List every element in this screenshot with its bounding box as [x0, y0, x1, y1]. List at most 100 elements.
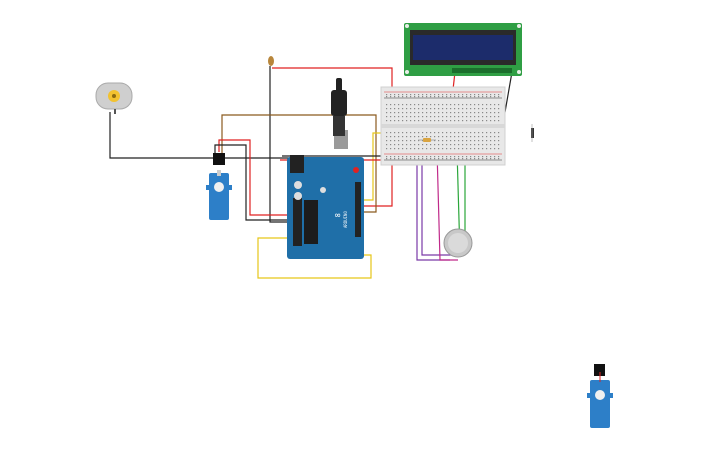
breadboard-hole[interactable]: [434, 144, 436, 146]
breadboard-hole[interactable]: [430, 116, 432, 118]
breadboard-hole[interactable]: [498, 94, 500, 96]
breadboard-hole[interactable]: [482, 132, 484, 134]
breadboard-hole[interactable]: [414, 140, 416, 142]
breadboard-hole[interactable]: [482, 112, 484, 114]
breadboard-hole[interactable]: [410, 104, 412, 106]
breadboard-hole[interactable]: [490, 104, 492, 106]
breadboard-hole[interactable]: [406, 120, 408, 122]
breadboard-hole[interactable]: [402, 148, 404, 150]
breadboard-hole[interactable]: [442, 156, 444, 158]
breadboard-hole[interactable]: [450, 116, 452, 118]
breadboard-hole[interactable]: [434, 132, 436, 134]
breadboard-hole[interactable]: [430, 112, 432, 114]
breadboard-hole[interactable]: [426, 148, 428, 150]
breadboard-hole[interactable]: [438, 94, 440, 96]
breadboard-hole[interactable]: [470, 94, 472, 96]
breadboard-hole[interactable]: [434, 148, 436, 150]
breadboard-hole[interactable]: [478, 104, 480, 106]
breadboard-hole[interactable]: [414, 94, 416, 96]
servo-motor-1[interactable]: [206, 170, 232, 220]
breadboard-hole[interactable]: [474, 132, 476, 134]
breadboard-hole[interactable]: [386, 144, 388, 146]
breadboard-hole[interactable]: [422, 156, 424, 158]
breadboard-hole[interactable]: [394, 104, 396, 106]
breadboard-hole[interactable]: [490, 140, 492, 142]
breadboard-hole[interactable]: [434, 116, 436, 118]
breadboard-hole[interactable]: [430, 104, 432, 106]
breadboard-hole[interactable]: [474, 148, 476, 150]
breadboard-hole[interactable]: [386, 116, 388, 118]
breadboard-hole[interactable]: [414, 136, 416, 138]
breadboard-hole[interactable]: [490, 144, 492, 146]
breadboard-hole[interactable]: [394, 112, 396, 114]
breadboard-hole[interactable]: [466, 158, 468, 160]
breadboard-hole[interactable]: [398, 132, 400, 134]
breadboard-hole[interactable]: [402, 140, 404, 142]
breadboard-hole[interactable]: [398, 108, 400, 110]
breadboard-hole[interactable]: [454, 112, 456, 114]
breadboard-hole[interactable]: [438, 132, 440, 134]
breadboard-hole[interactable]: [402, 112, 404, 114]
breadboard-hole[interactable]: [454, 104, 456, 106]
breadboard-hole[interactable]: [430, 148, 432, 150]
breadboard-hole[interactable]: [474, 140, 476, 142]
breadboard-hole[interactable]: [470, 144, 472, 146]
breadboard-hole[interactable]: [434, 158, 436, 160]
breadboard-hole[interactable]: [474, 96, 476, 98]
breadboard-hole[interactable]: [410, 116, 412, 118]
breadboard-hole[interactable]: [394, 132, 396, 134]
breadboard-hole[interactable]: [418, 112, 420, 114]
breadboard-hole[interactable]: [462, 112, 464, 114]
breadboard-hole[interactable]: [446, 108, 448, 110]
breadboard-hole[interactable]: [438, 104, 440, 106]
breadboard-hole[interactable]: [490, 116, 492, 118]
breadboard-hole[interactable]: [418, 116, 420, 118]
breadboard-hole[interactable]: [494, 156, 496, 158]
wire-red-servo[interactable]: [218, 139, 290, 216]
breadboard-hole[interactable]: [474, 104, 476, 106]
wire-black-servo[interactable]: [214, 144, 290, 221]
breadboard-hole[interactable]: [442, 104, 444, 106]
breadboard-hole[interactable]: [482, 116, 484, 118]
breadboard-hole[interactable]: [422, 104, 424, 106]
breadboard-hole[interactable]: [386, 156, 388, 158]
breadboard-hole[interactable]: [470, 108, 472, 110]
breadboard-hole[interactable]: [386, 94, 388, 96]
diode[interactable]: [531, 124, 534, 142]
breadboard-hole[interactable]: [394, 136, 396, 138]
breadboard-hole[interactable]: [442, 112, 444, 114]
breadboard-hole[interactable]: [394, 116, 396, 118]
breadboard-hole[interactable]: [486, 136, 488, 138]
breadboard-hole[interactable]: [482, 158, 484, 160]
breadboard-hole[interactable]: [478, 144, 480, 146]
breadboard-hole[interactable]: [454, 116, 456, 118]
breadboard-hole[interactable]: [466, 120, 468, 122]
breadboard-hole[interactable]: [490, 96, 492, 98]
dc-barrel-jack[interactable]: [331, 78, 347, 136]
breadboard-hole[interactable]: [462, 144, 464, 146]
breadboard-hole[interactable]: [474, 136, 476, 138]
breadboard-hole[interactable]: [494, 132, 496, 134]
breadboard-hole[interactable]: [442, 148, 444, 150]
breadboard-hole[interactable]: [494, 120, 496, 122]
breadboard-hole[interactable]: [390, 120, 392, 122]
breadboard-hole[interactable]: [390, 96, 392, 98]
breadboard-hole[interactable]: [394, 120, 396, 122]
breadboard-hole[interactable]: [466, 116, 468, 118]
breadboard-hole[interactable]: [442, 136, 444, 138]
breadboard-hole[interactable]: [390, 108, 392, 110]
breadboard-hole[interactable]: [470, 104, 472, 106]
breadboard-hole[interactable]: [458, 132, 460, 134]
breadboard-hole[interactable]: [494, 108, 496, 110]
photoresistor[interactable]: [268, 56, 274, 66]
breadboard-hole[interactable]: [418, 108, 420, 110]
breadboard-hole[interactable]: [390, 132, 392, 134]
breadboard-hole[interactable]: [442, 132, 444, 134]
breadboard-hole[interactable]: [478, 94, 480, 96]
breadboard-hole[interactable]: [390, 156, 392, 158]
servo-motor-2[interactable]: [587, 364, 613, 428]
breadboard-hole[interactable]: [458, 136, 460, 138]
breadboard-hole[interactable]: [390, 148, 392, 150]
breadboard-hole[interactable]: [410, 158, 412, 160]
breadboard-hole[interactable]: [418, 104, 420, 106]
